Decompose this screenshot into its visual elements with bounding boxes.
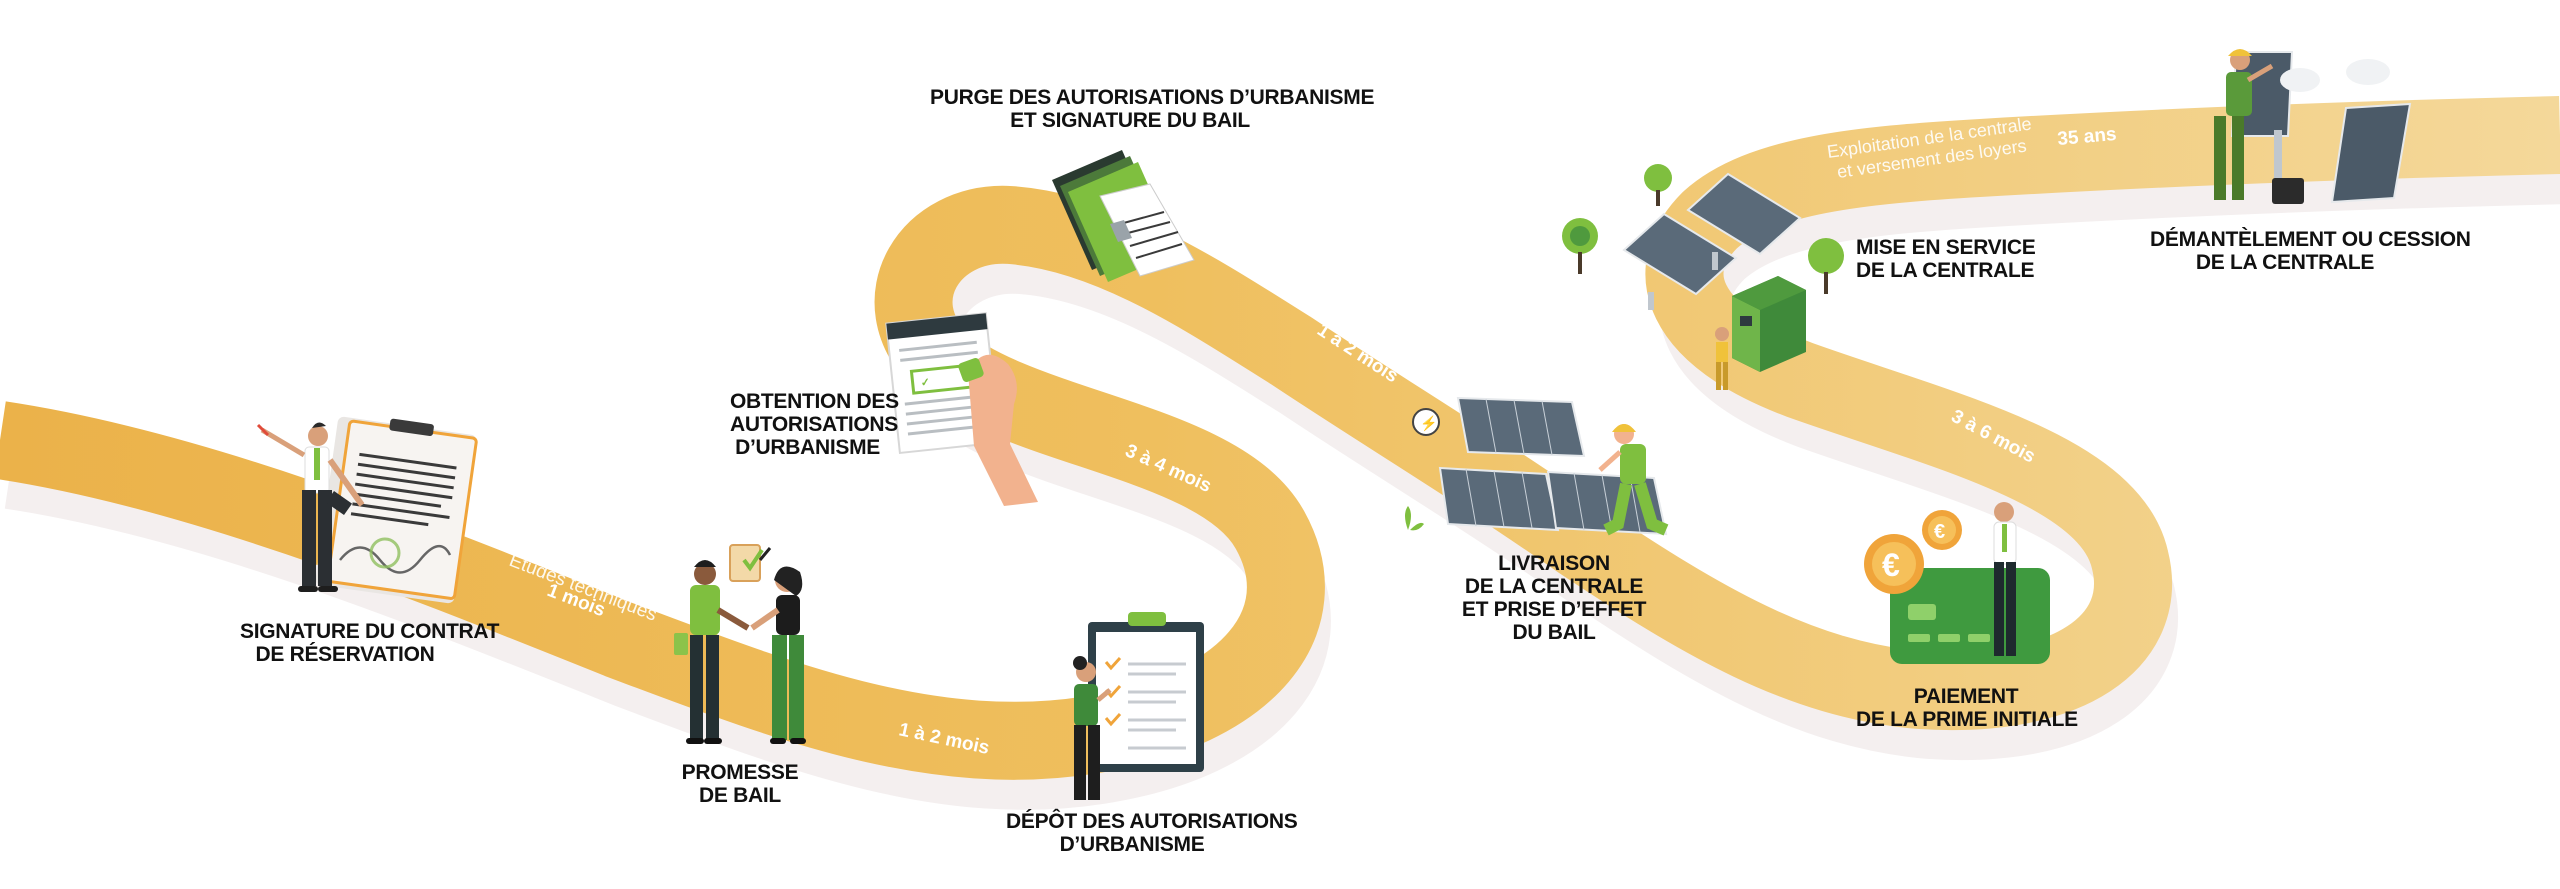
step-signature-line-1: SIGNATURE DU CONTRAT	[240, 620, 500, 643]
euro-coin-large-icon: €	[1882, 547, 1900, 583]
euro-coin-small-icon: €	[1934, 521, 1945, 543]
road	[0, 96, 2560, 780]
road-label-exploitation-duration: 35 ans	[2057, 124, 2118, 150]
step-demantelement-line-1: DÉMANTÈLEMENT OU CESSION	[2150, 228, 2471, 251]
step-demantelement-line-2: DE LA CENTRALE	[2195, 251, 2375, 274]
step-obtention-line-1: OBTENTION DES	[730, 390, 899, 413]
step-depot-line-1: DÉPÔT DES AUTORISATIONS	[1006, 810, 1298, 833]
purge-illustration	[1052, 150, 1195, 282]
step-purge-line-1: PURGE DES AUTORISATIONS D’URBANISME	[930, 86, 1375, 109]
signature-illustration	[256, 416, 478, 604]
depot-illustration	[1073, 612, 1204, 800]
step-mise-en-service-line-2: DE LA CENTRALE	[1856, 259, 2035, 282]
step-paiement-line-1: PAIEMENT	[1913, 685, 2019, 708]
promesse-illustration	[674, 544, 806, 744]
step-demantelement-label: DÉMANTÈLEMENT OU CESSION DE LA CENTRALE	[2150, 228, 2471, 274]
svg-text:⚡: ⚡	[1420, 415, 1437, 432]
step-purge-line-2: ET SIGNATURE DU BAIL	[1010, 109, 1250, 132]
step-livraison-line-1: LIVRAISON	[1498, 552, 1610, 575]
step-paiement-label: PAIEMENT DE LA PRIME INITIALE	[1856, 685, 2078, 731]
step-promesse-line-1: PROMESSE	[681, 761, 799, 784]
step-obtention-line-2: AUTORISATIONS	[730, 413, 898, 436]
step-signature-line-2: DE RÉSERVATION	[255, 643, 435, 666]
step-depot-label: DÉPÔT DES AUTORISATIONS D’URBANISME	[1006, 810, 1298, 856]
demantelement-illustration	[2214, 49, 2412, 204]
step-obtention-line-3: D’URBANISME	[735, 436, 880, 459]
step-mise-en-service-line-1: MISE EN SERVICE	[1856, 236, 2036, 259]
step-livraison-label: LIVRAISON DE LA CENTRALE ET PRISE D’EFFE…	[1454, 552, 1654, 644]
road-label-livraison-duration: 1 mois	[1732, 555, 1796, 599]
step-promesse-line-2: DE BAIL	[699, 784, 781, 807]
step-depot-line-2: D’URBANISME	[1059, 833, 1205, 856]
livraison-illustration: ⚡	[1405, 396, 1669, 536]
step-livraison-line-4: DU BAIL	[1512, 621, 1596, 644]
paiement-illustration: € €	[1864, 502, 2050, 664]
step-paiement-line-2: DE LA PRIME INITIALE	[1856, 708, 2078, 731]
step-mise-en-service-label: MISE EN SERVICE DE LA CENTRALE	[1856, 236, 2036, 282]
step-livraison-line-2: DE LA CENTRALE	[1464, 575, 1644, 598]
step-obtention-label: OBTENTION DES AUTORISATIONS D’URBANISME	[730, 390, 899, 459]
step-purge-label: PURGE DES AUTORISATIONS D’URBANISME ET S…	[930, 86, 1375, 132]
obtention-illustration: ✓	[885, 312, 1038, 506]
mise-en-service-illustration	[1562, 164, 1844, 390]
step-promesse-label: PROMESSE DE BAIL	[660, 761, 820, 807]
step-signature-label: SIGNATURE DU CONTRAT DE RÉSERVATION	[240, 620, 500, 666]
step-livraison-line-3: ET PRISE D’EFFET	[1461, 598, 1647, 621]
svg-text:✓: ✓	[920, 376, 930, 389]
